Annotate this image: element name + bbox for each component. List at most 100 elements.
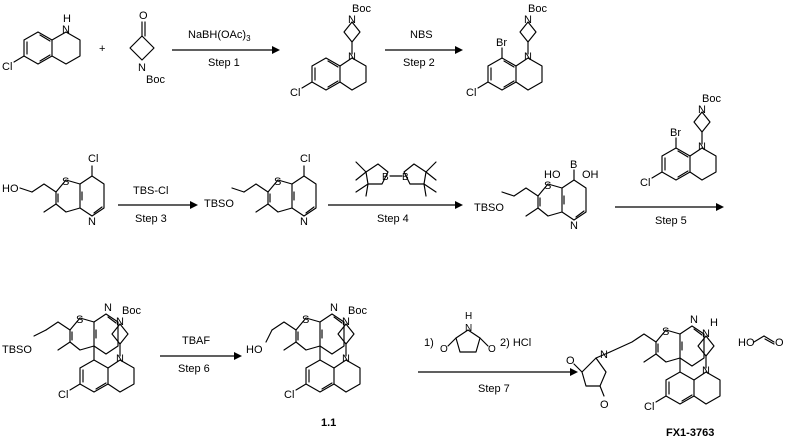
atom-label: H	[63, 13, 71, 25]
atom-label: Cl	[284, 389, 294, 401]
formic-acid: HO O	[738, 335, 784, 349]
step4-label: Step 4	[377, 213, 409, 225]
atom-label: Boc	[122, 305, 141, 317]
sm-chloro-tetrahydroquinoline: Cl N H	[2, 13, 81, 73]
atom-label: N	[116, 316, 124, 328]
atom-label: TBSO	[474, 202, 504, 214]
atom-label: Boc	[348, 305, 367, 317]
atom-label: N	[62, 24, 70, 36]
step6-label: Step 6	[178, 363, 210, 375]
sm-thienopyridine-alcohol: HO S Cl N	[2, 153, 105, 228]
atom-label: N	[116, 353, 124, 365]
atom-label: HO	[738, 337, 755, 349]
compound-id: FX1-3763	[666, 427, 714, 439]
atom-label: N	[690, 314, 698, 326]
atom-label: HO	[246, 344, 263, 356]
step7-label-1: 1)	[424, 337, 434, 349]
atom-label: N	[342, 353, 350, 365]
atom-label: B	[402, 172, 409, 183]
product-step2: Br Boc N N Cl	[466, 3, 547, 99]
atom-label: OH	[582, 169, 599, 181]
atom-label: B	[570, 159, 577, 171]
atom-label: Boc	[352, 3, 371, 15]
atom-label: Cl	[58, 389, 68, 401]
compound-1-1: HO S N Boc N N Cl 1.1	[246, 302, 367, 429]
plus-sign: +	[99, 43, 105, 55]
atom-label: S	[274, 176, 281, 188]
atom-label: O	[488, 344, 496, 355]
atom-label: N	[300, 216, 308, 228]
step5-label: Step 5	[655, 215, 687, 227]
atom-label: HO	[544, 169, 561, 181]
atom-label: N	[88, 216, 96, 228]
atom-label: N	[698, 141, 706, 153]
atom-label: N	[570, 220, 578, 232]
atom-label: Cl	[466, 87, 476, 99]
atom-label: H	[710, 317, 718, 329]
step7-reagents: 1) H N O O 2) HCl	[424, 311, 531, 355]
atom-label: Boc	[702, 93, 721, 105]
atom-label: O	[139, 10, 148, 22]
product-step1: Boc N N Cl	[290, 3, 371, 99]
atom-label: N	[600, 349, 608, 361]
atom-label: S	[662, 326, 669, 338]
atom-label: TBSO	[2, 344, 32, 356]
atom-label: S	[62, 176, 69, 188]
step2-arrow: NBS Step 2	[385, 29, 463, 69]
atom-label: O	[600, 399, 609, 411]
step3-arrow: TBS-Cl Step 3	[118, 185, 198, 225]
step1-reagent: NaBH(OAc)3	[188, 29, 251, 43]
atom-label: Cl	[640, 177, 650, 189]
atom-label: N	[348, 51, 356, 63]
step7-label: Step 7	[478, 383, 510, 395]
step1-arrow: NaBH(OAc)3 Step 1	[172, 29, 280, 69]
atom-label: N	[524, 14, 532, 26]
atom-label: N	[342, 316, 350, 328]
atom-label: O	[440, 344, 448, 355]
atom-label: N	[330, 302, 338, 314]
reagent-b2pin2: B B	[355, 161, 437, 197]
atom-label: N	[104, 302, 112, 314]
atom-label: N	[698, 104, 706, 116]
step6-reagent: TBAF	[182, 335, 210, 347]
product-step3: TBSO S Cl N	[204, 153, 317, 228]
step3-label: Step 3	[135, 213, 167, 225]
atom-label: N	[465, 323, 472, 334]
product-step5: TBSO S N Boc N N Cl	[2, 302, 141, 401]
atom-label: Boc	[528, 3, 547, 15]
reagent-step5: Br Boc N N Cl	[640, 93, 721, 189]
atom-label: S	[544, 180, 551, 192]
atom-label: N	[524, 51, 532, 63]
compound-id: 1.1	[321, 417, 336, 429]
atom-label: S	[76, 314, 83, 326]
atom-label: Br	[670, 127, 681, 139]
atom-label: Cl	[290, 87, 300, 99]
atom-label: N	[138, 62, 146, 74]
product-step4: HO B OH TBSO S N	[474, 159, 599, 232]
atom-label: Cl	[2, 61, 12, 73]
step7-label-2: 2) HCl	[500, 337, 531, 349]
atom-label: H	[465, 311, 472, 322]
step3-reagent: TBS-Cl	[133, 185, 168, 197]
atom-label: Boc	[146, 74, 165, 86]
atom-label: N	[702, 365, 710, 377]
sm-boc-azetidinone: O N Boc	[129, 10, 165, 86]
atom-label: O	[566, 355, 575, 367]
step2-reagent: NBS	[410, 29, 433, 41]
atom-label: B	[382, 172, 389, 183]
atom-label: N	[702, 328, 710, 340]
atom-label: Br	[496, 37, 507, 49]
atom-label: N	[348, 14, 356, 26]
atom-label: S	[302, 314, 309, 326]
atom-label: HO	[2, 183, 19, 195]
atom-label: TBSO	[204, 198, 234, 210]
step6-arrow: TBAF Step 6	[160, 335, 242, 375]
atom-label: Cl	[88, 153, 98, 165]
step5-arrow: Step 5	[615, 203, 724, 227]
atom-label: O	[775, 337, 784, 349]
atom-label: Cl	[300, 153, 310, 165]
step1-label: Step 1	[208, 57, 240, 69]
step7-arrow: Step 7	[418, 368, 578, 395]
atom-label: Cl	[644, 401, 654, 413]
